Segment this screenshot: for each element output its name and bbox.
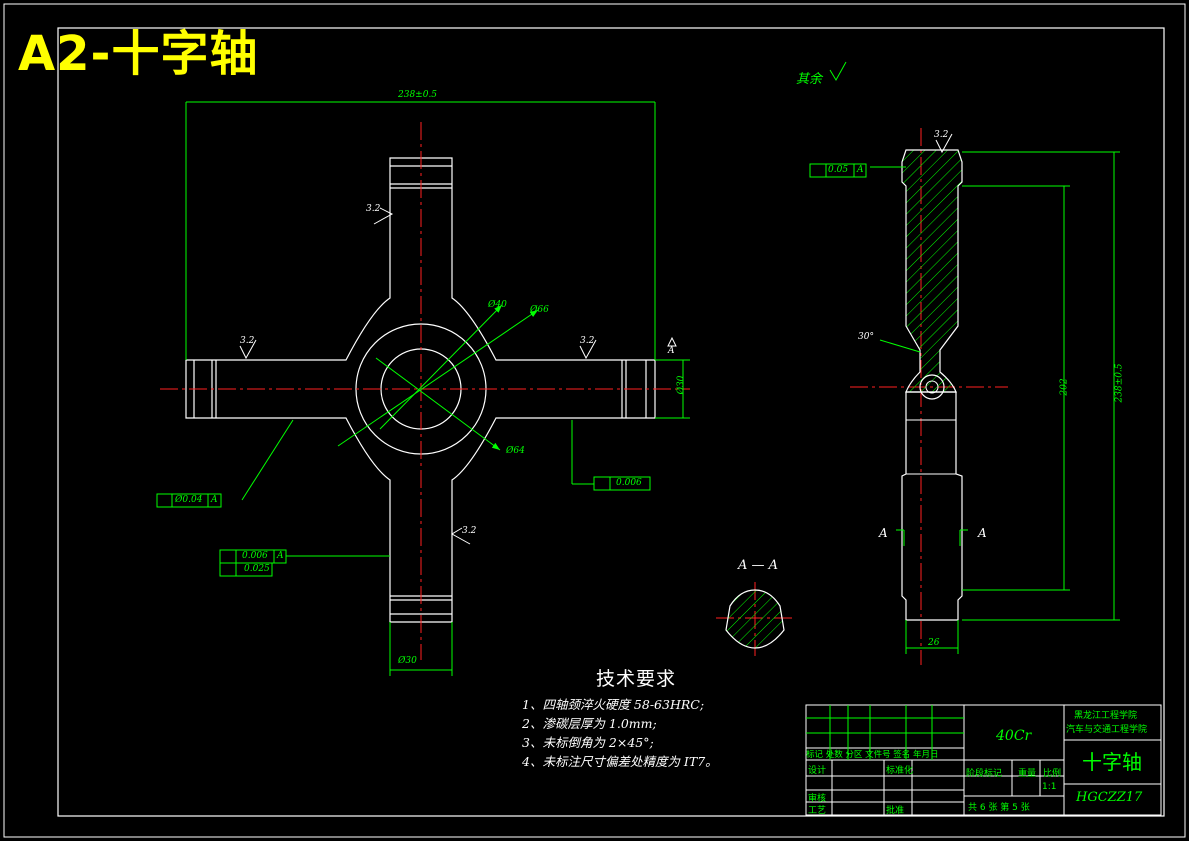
datum-label: A	[668, 346, 675, 356]
tol-coaxiality: Ø0.04	[175, 495, 203, 505]
section-cut-right: A	[978, 526, 987, 540]
dim-dia-66: Ø66	[530, 305, 549, 315]
roughness-symbols	[239, 61, 953, 545]
tech-requirement-item: 4、未标注尺寸偏差处精度为 IT7。	[522, 754, 718, 769]
tb-design: 设计	[808, 766, 827, 776]
scale: 1:1	[1042, 782, 1057, 792]
section-cut-left: A	[879, 526, 888, 540]
dim-journal-right: Ø30	[676, 375, 687, 395]
tol-bottom-ref: A	[277, 551, 284, 561]
dim-overall	[185, 101, 690, 676]
title-block-grid-green	[806, 705, 964, 760]
roughness-rest-label: 其余	[796, 72, 823, 87]
part-name: 十字轴	[1082, 750, 1142, 774]
inner-frame	[57, 27, 1165, 817]
tol-cylindricity-right: 0.006	[616, 478, 642, 488]
section-title: A — A	[738, 558, 779, 573]
dim-inner-span: 202	[1059, 378, 1070, 396]
tech-requirements: 技术要求 1、四轴颈淬火硬度 58-63HRC; 2、渗碳层厚为 1.0mm; …	[522, 664, 718, 771]
tech-requirement-item: 2、渗碳层厚为 1.0mm;	[522, 716, 657, 731]
roughness-value-right: 3.2	[580, 336, 595, 346]
tb-stage-marks: 阶段标记	[966, 769, 1003, 779]
diameter-leaders	[241, 304, 594, 557]
drawing-number: HGCZZ17	[1076, 790, 1143, 805]
tol-coaxiality-ref: A	[211, 495, 218, 505]
tb-approve: 批准	[886, 806, 905, 816]
drawing-banner-title: A2-十字轴	[18, 26, 259, 82]
roughness-value-side: 3.2	[934, 130, 949, 140]
dim-chamfer-angle: 30°	[858, 332, 874, 342]
sheet-info: 共 6 张 第 5 张	[968, 803, 1030, 813]
side-view	[870, 149, 1120, 654]
tech-requirements-heading: 技术要求	[596, 668, 677, 690]
tolerance-frames	[156, 163, 867, 577]
title-block-grid	[805, 704, 1162, 816]
department-name: 汽车与交通工程学院	[1066, 725, 1148, 735]
title-block-row-headers: 标记 处数 分区 文件号 签名 年月日	[806, 750, 939, 760]
school-name: 黑龙江工程学院	[1074, 711, 1138, 721]
tol-parallelism: 0.05	[828, 165, 849, 175]
dim-overall-length: 238±0.5	[398, 90, 438, 100]
tol-perpendicularity: 0.025	[244, 564, 270, 574]
centerlines	[160, 122, 1008, 665]
tb-standardize: 标准化	[886, 766, 914, 776]
tol-cylindricity-bottom: 0.006	[242, 551, 268, 561]
tb-process: 工艺	[808, 806, 827, 816]
tol-parallelism-ref: A	[857, 165, 864, 175]
tech-requirement-item: 3、未标倒角为 2×45°;	[522, 735, 654, 750]
section-aa	[725, 589, 785, 649]
roughness-value-bottom: 3.2	[462, 526, 477, 536]
roughness-value-left: 3.2	[240, 336, 255, 346]
tb-weight: 重量	[1018, 769, 1037, 779]
dim-journal-bottom: Ø30	[398, 656, 417, 666]
tech-requirement-item: 1、四轴颈淬火硬度 58-63HRC;	[522, 697, 705, 712]
dim-dia-40: Ø40	[488, 300, 507, 310]
outer-frame	[3, 3, 1186, 838]
roughness-value-top: 3.2	[366, 204, 381, 214]
tb-ratio: 比例	[1043, 769, 1062, 779]
material: 40Cr	[996, 728, 1032, 744]
dim-width: 26	[928, 638, 940, 648]
dim-overall-side: 238±0.5	[1114, 363, 1125, 403]
dim-dia-64: Ø64	[506, 446, 525, 456]
tb-review: 审核	[808, 794, 827, 804]
